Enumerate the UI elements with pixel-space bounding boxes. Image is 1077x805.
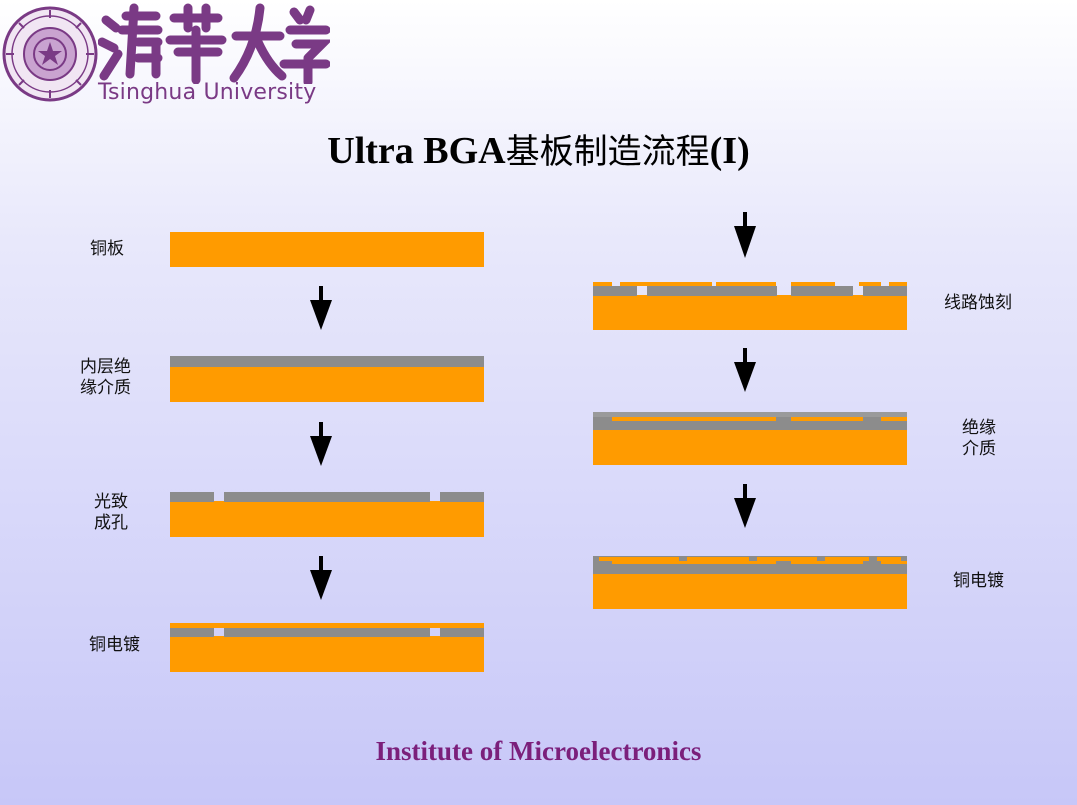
step-line-etching <box>593 282 907 330</box>
title-chinese-part: 基板制造流程 <box>505 132 710 172</box>
flow-arrow-right-1 <box>734 348 756 392</box>
flow-arrow-right-0 <box>734 212 756 258</box>
step-photo-via <box>170 492 484 537</box>
tsinghua-seal-logo <box>2 6 98 102</box>
label-line-etching: 线路蚀刻 <box>944 293 1012 313</box>
flow-arrow-left-3 <box>310 556 332 600</box>
page-title: Ultra BGA基板制造流程(I) <box>0 124 1077 173</box>
step-copper-plating-left <box>170 623 484 672</box>
title-latin-part: Ultra BGA <box>327 130 506 172</box>
label-photo-via: 光致 成孔 <box>94 492 128 533</box>
step-dielectric-right <box>593 412 907 465</box>
flow-arrow-right-2 <box>734 484 756 528</box>
label-copper-plating-left: 铜电镀 <box>89 635 140 655</box>
footer-institute-name: Institute of Microelectronics <box>375 736 702 766</box>
title-suffix: (I) <box>709 130 750 172</box>
flow-arrow-left-1 <box>310 286 332 330</box>
logo-university-name: Tsinghua University <box>98 80 317 105</box>
label-dielectric-right: 绝缘 介质 <box>962 418 996 459</box>
tsinghua-calligraphy-logo <box>98 3 330 84</box>
left-column <box>170 232 484 672</box>
label-copper-plating-right: 铜电镀 <box>953 571 1004 591</box>
step-inner-dielectric <box>170 356 484 402</box>
step-copper-plating-right <box>593 556 907 609</box>
right-column <box>593 212 907 609</box>
flow-arrow-left-2 <box>310 422 332 466</box>
label-inner-dielectric: 内层绝 缘介质 <box>80 357 131 398</box>
label-copper-plate: 铜板 <box>90 239 124 259</box>
step-copper-plate <box>170 232 484 267</box>
